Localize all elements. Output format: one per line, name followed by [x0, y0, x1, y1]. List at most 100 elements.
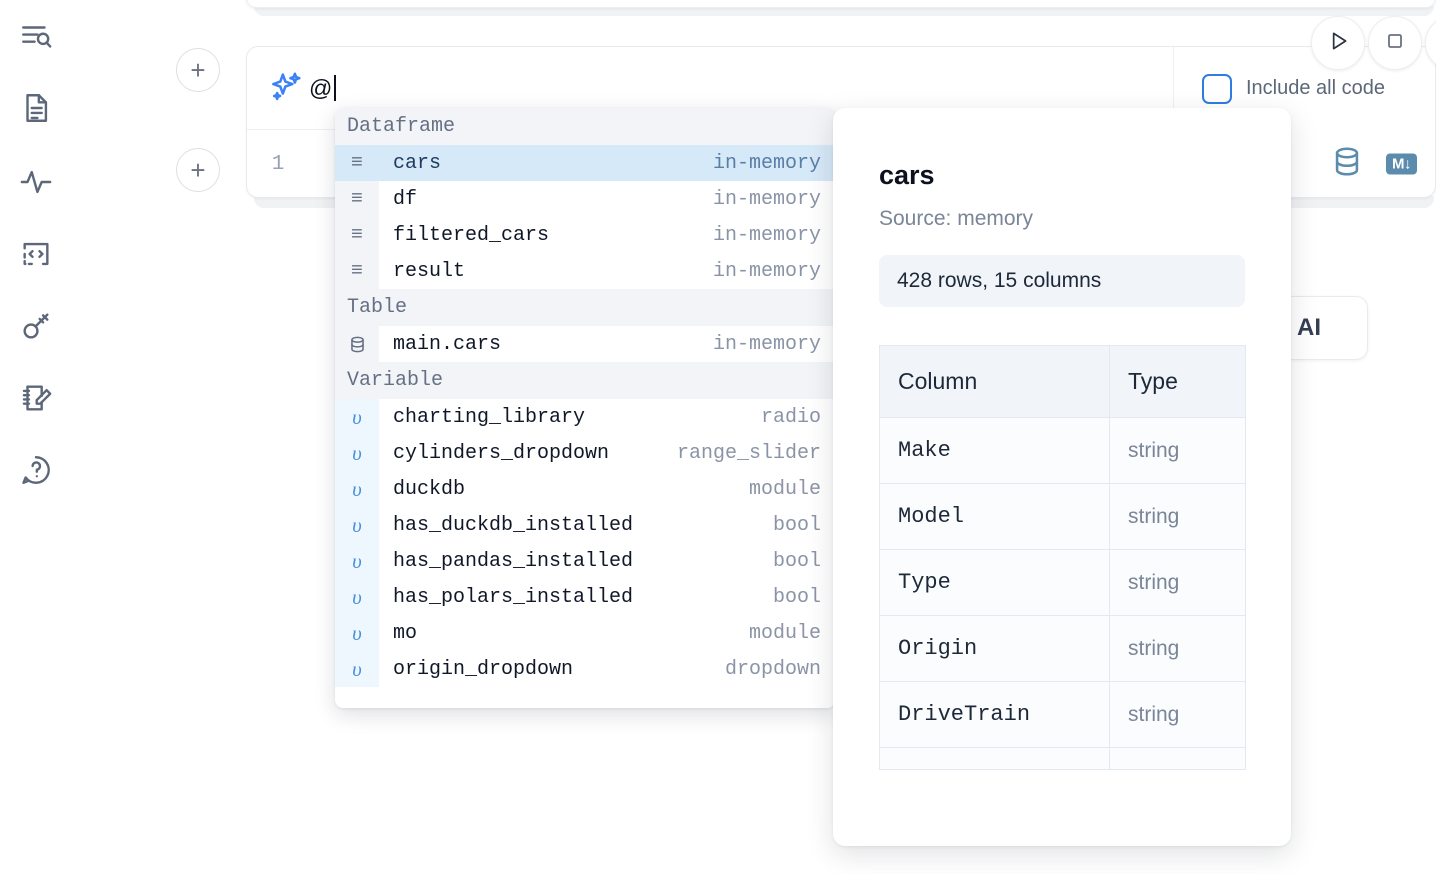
add-cell-above-button[interactable]: +	[176, 48, 220, 92]
completion-item-type: in-memory	[712, 187, 821, 211]
completion-item-name: mo	[393, 621, 418, 645]
sidebar-item-snippets[interactable]	[12, 230, 60, 278]
completion-item-name: cars	[393, 151, 442, 175]
key-icon	[19, 309, 53, 343]
completion-item-cylinders-dropdown[interactable]: υ cylinders_dropdown range_slider	[335, 435, 835, 471]
table-row: Make string	[879, 417, 1246, 484]
sidebar-item-documentation[interactable]	[12, 84, 60, 132]
completion-item-duckdb[interactable]: υ duckdb module	[335, 471, 835, 507]
variable-icon: υ	[335, 651, 379, 687]
variable-icon: υ	[335, 399, 379, 435]
sidebar-item-explore[interactable]	[12, 12, 60, 60]
code-editor-row[interactable]: 1 M↓	[247, 130, 1436, 198]
completion-item-type: dropdown	[724, 657, 821, 681]
variable-icon: υ	[335, 615, 379, 651]
dataframe-icon: ≡	[335, 253, 379, 289]
column-name: Model	[879, 483, 1110, 550]
completion-item-charting-library[interactable]: υ charting_library radio	[335, 399, 835, 435]
stop-cell-button[interactable]	[1368, 16, 1422, 70]
stop-icon	[1383, 29, 1407, 58]
help-icon	[19, 453, 53, 487]
ai-prompt-input[interactable]: @	[309, 74, 336, 102]
sidebar-item-secrets[interactable]	[12, 302, 60, 350]
plus-icon: +	[190, 155, 206, 185]
sidebar-rail	[0, 0, 72, 874]
completion-item-main-cars[interactable]: main.cars in-memory	[335, 326, 835, 362]
completion-item-has-polars-installed[interactable]: υ has_polars_installed bool	[335, 579, 835, 615]
variable-icon: υ	[335, 543, 379, 579]
completion-item-type: bool	[772, 513, 821, 537]
completion-item-name: cylinders_dropdown	[393, 441, 610, 465]
completion-item-type: module	[748, 621, 821, 645]
column-name	[879, 747, 1110, 770]
type-header: Type	[1109, 345, 1246, 418]
document-icon	[19, 91, 53, 125]
dataframe-icon: ≡	[335, 217, 379, 253]
editor-language-icons: M↓	[1330, 145, 1417, 184]
activity-icon	[19, 165, 53, 199]
column-name: Type	[879, 549, 1110, 616]
completion-item-name: result	[393, 259, 466, 283]
column-name: Make	[879, 417, 1110, 484]
column-type	[1109, 747, 1246, 770]
variable-icon: υ	[335, 471, 379, 507]
completion-group-header: Variable	[335, 362, 835, 399]
detail-source: Source: memory	[879, 207, 1034, 230]
add-cell-below-button[interactable]: +	[176, 148, 220, 192]
completion-item-name: main.cars	[393, 332, 502, 356]
column-type: string	[1109, 549, 1246, 616]
sparkle-icon	[263, 69, 309, 107]
completion-item-df[interactable]: ≡ df in-memory	[335, 181, 835, 217]
completion-item-origin-dropdown[interactable]: υ origin_dropdown dropdown	[335, 651, 835, 687]
completion-item-filtered-cars[interactable]: ≡ filtered_cars in-memory	[335, 217, 835, 253]
column-name: DriveTrain	[879, 681, 1110, 748]
completion-item-name: duckdb	[393, 477, 466, 501]
table-row: Model string	[879, 483, 1246, 550]
completion-item-has-pandas-installed[interactable]: υ has_pandas_installed bool	[335, 543, 835, 579]
completion-item-has-duckdb-installed[interactable]: υ has_duckdb_installed bool	[335, 507, 835, 543]
completion-item-type: in-memory	[712, 259, 821, 283]
include-all-code-label: Include all code	[1246, 77, 1385, 99]
completion-item-name: has_pandas_installed	[393, 549, 634, 573]
detail-title: cars	[879, 160, 935, 190]
plus-icon: +	[190, 55, 206, 85]
column-header: Column	[879, 345, 1110, 418]
completion-item-type: in-memory	[712, 332, 821, 356]
include-all-code-checkbox[interactable]	[1202, 73, 1232, 104]
table-row: Type string	[879, 549, 1246, 616]
sidebar-item-scratchpad[interactable]	[12, 374, 60, 422]
table-icon	[335, 326, 379, 362]
column-type: string	[1109, 615, 1246, 682]
detail-dimensions: 428 rows, 15 columns	[879, 255, 1245, 307]
completion-item-type: bool	[772, 585, 821, 609]
completion-group-header: Table	[335, 289, 835, 326]
completion-item-mo[interactable]: υ mo module	[335, 615, 835, 651]
completion-item-name: filtered_cars	[393, 223, 550, 247]
completion-item-name: has_duckdb_installed	[393, 513, 634, 537]
completion-item-name: has_polars_installed	[393, 585, 634, 609]
explore-icon	[19, 19, 53, 53]
markdown-icon[interactable]: M↓	[1386, 153, 1417, 175]
variable-icon: υ	[335, 507, 379, 543]
table-row-clipped	[879, 747, 1246, 770]
sidebar-item-help[interactable]	[12, 446, 60, 494]
dataframe-icon: ≡	[335, 145, 379, 181]
completion-item-cars[interactable]: ≡ cars in-memory	[335, 145, 835, 181]
completion-dropdown[interactable]: Dataframe ≡ cars in-memory ≡ df in-memor…	[335, 108, 835, 708]
database-icon[interactable]	[1330, 145, 1364, 184]
completion-item-type: radio	[760, 405, 821, 429]
column-type: string	[1109, 681, 1246, 748]
completion-item-type: module	[748, 477, 821, 501]
column-type: string	[1109, 483, 1246, 550]
include-all-code-row[interactable]: Include all code	[1173, 47, 1436, 130]
column-name: Origin	[879, 615, 1110, 682]
completion-group-header: Dataframe	[335, 108, 835, 145]
variable-icon: υ	[335, 435, 379, 471]
sidebar-item-activity[interactable]	[12, 158, 60, 206]
cell-card-above	[246, 0, 1436, 8]
run-cell-button[interactable]	[1311, 16, 1365, 70]
column-type: string	[1109, 417, 1246, 484]
variable-icon: υ	[335, 579, 379, 615]
completion-item-result[interactable]: ≡ result in-memory	[335, 253, 835, 289]
table-row: DriveTrain string	[879, 681, 1246, 748]
